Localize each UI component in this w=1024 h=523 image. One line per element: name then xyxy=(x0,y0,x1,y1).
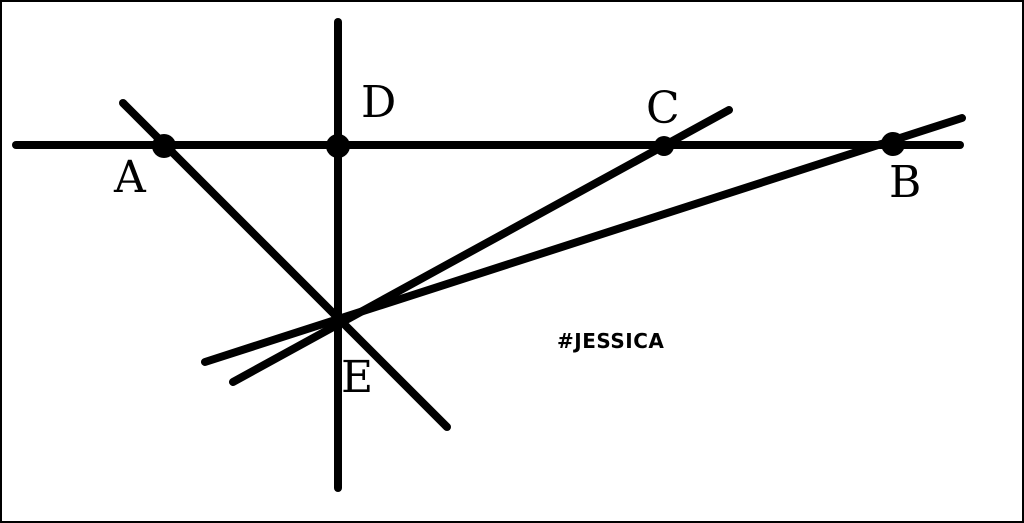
point-b-marker xyxy=(881,132,905,156)
point-e-marker xyxy=(332,314,344,326)
point-c-label: C xyxy=(646,83,680,134)
line-ec xyxy=(229,106,733,386)
watermark-tag: #JESSICA xyxy=(557,329,664,353)
point-a-label: A xyxy=(113,152,147,203)
point-c-marker xyxy=(654,136,674,156)
point-e-label: E xyxy=(341,352,373,403)
point-d-marker xyxy=(326,134,350,158)
point-b-label: B xyxy=(889,157,921,208)
line-ae xyxy=(119,99,451,431)
line-eb xyxy=(201,114,966,366)
point-d-label: D xyxy=(361,77,396,128)
point-a-marker xyxy=(152,134,176,158)
